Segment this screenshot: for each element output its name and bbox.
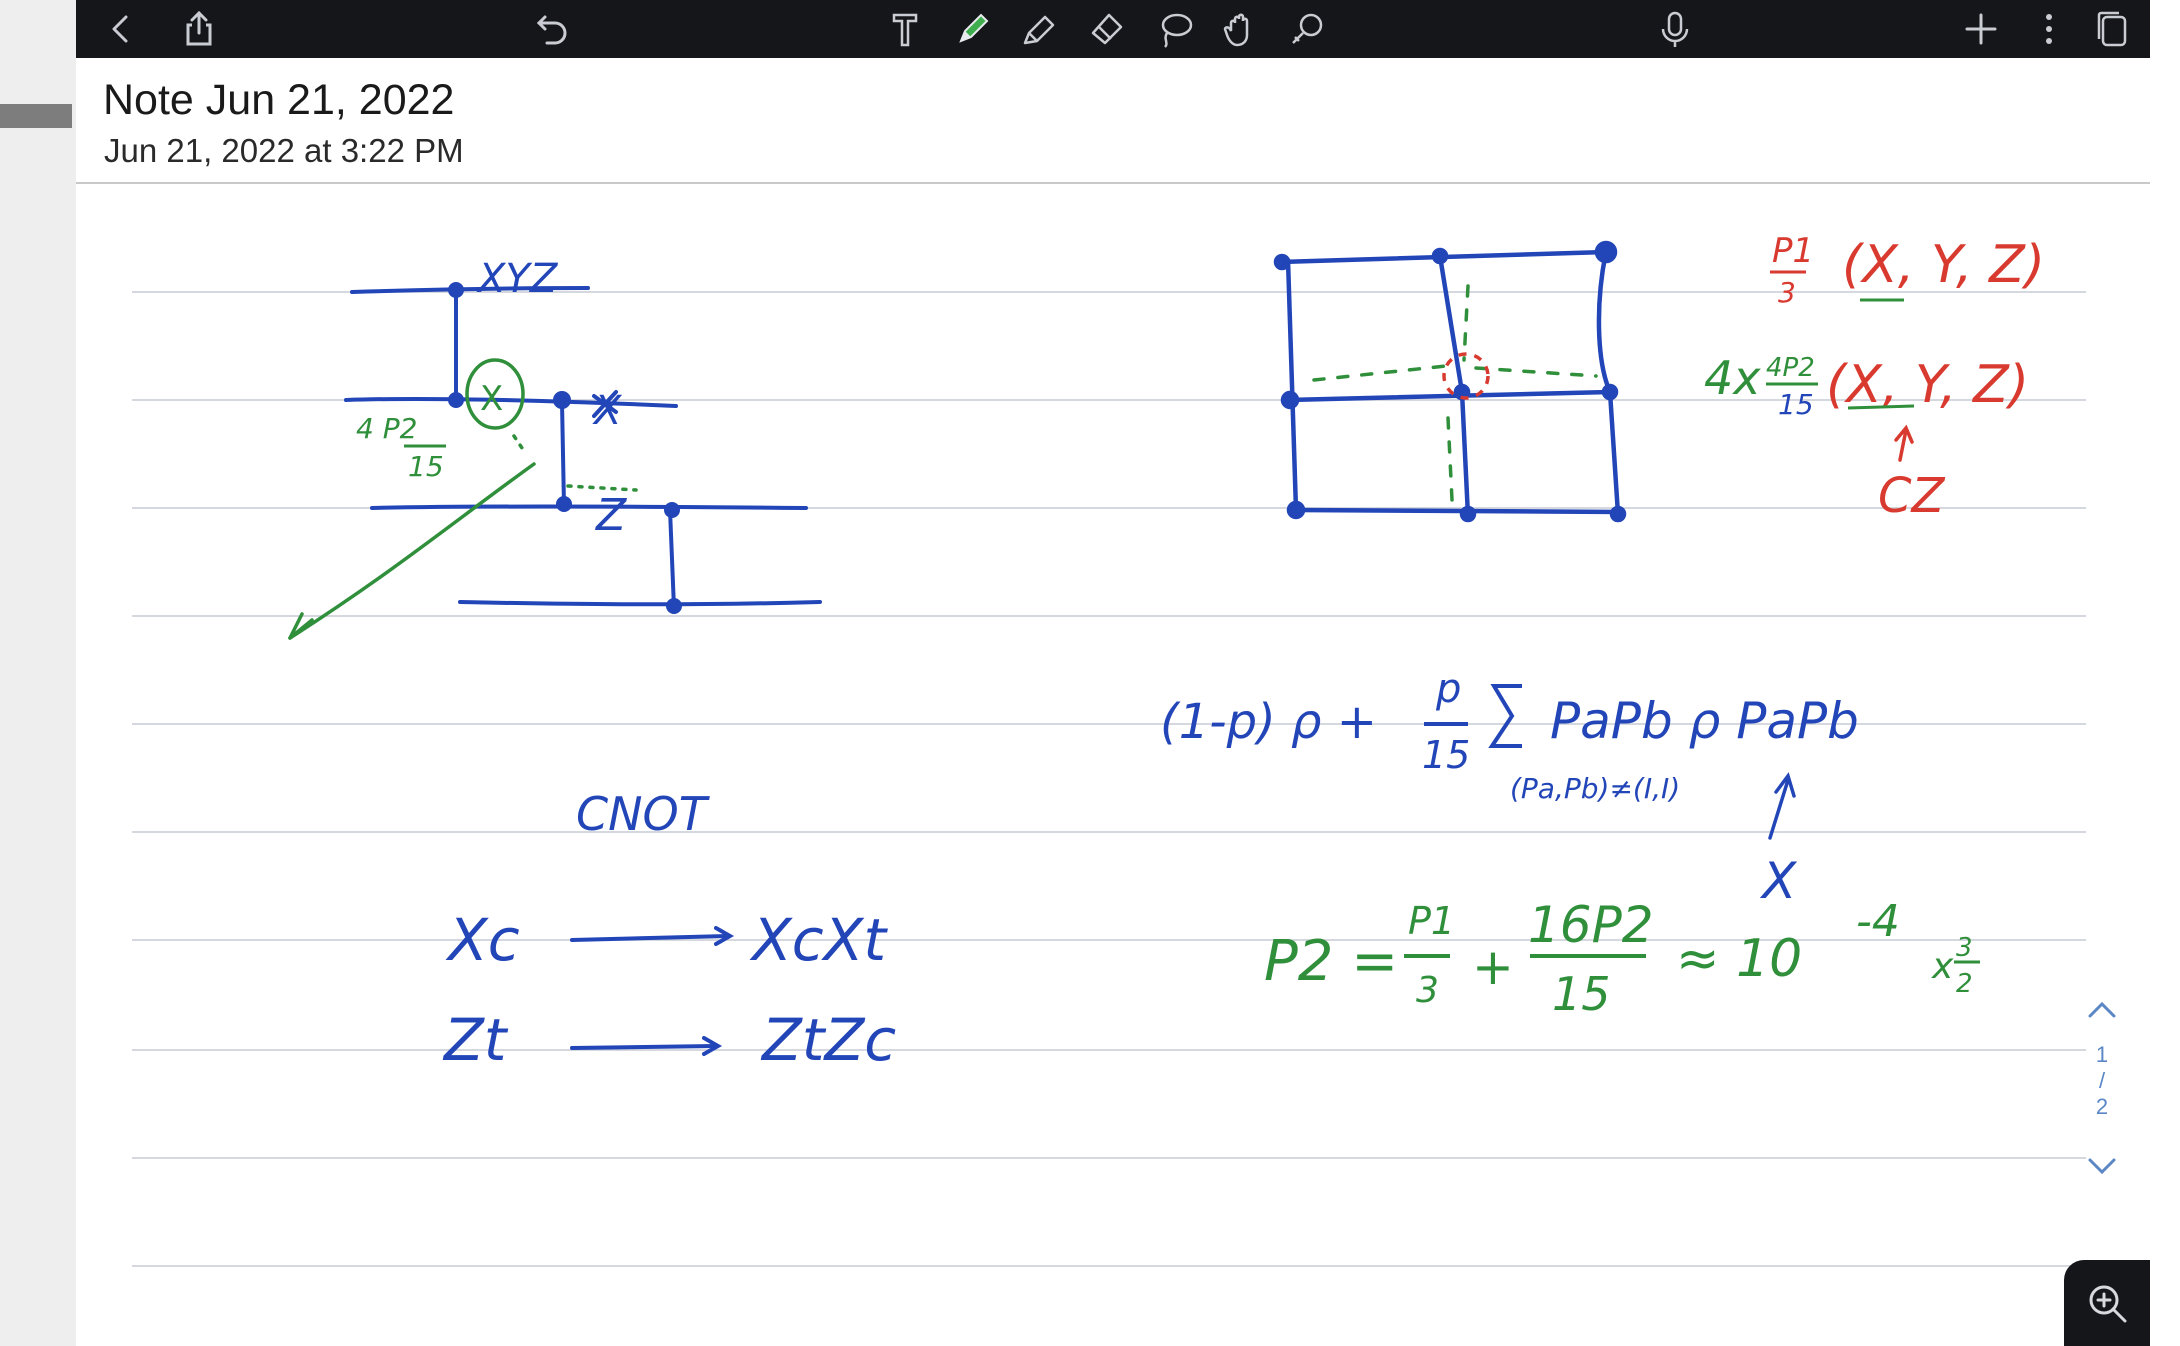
green-eq-approx: ≈ 10	[1676, 929, 1802, 989]
page-indicator: 1 / 2	[2082, 990, 2122, 1200]
lattice-green-dashes	[1312, 284, 1598, 502]
page-current: 1	[2095, 1042, 2109, 1067]
channel-p: p	[1435, 666, 1461, 712]
page-separator: /	[2098, 1068, 2106, 1093]
toolbar	[76, 0, 2150, 58]
channel-lhs: (1-p) ρ +	[1160, 694, 1377, 750]
green-eq-t2-num: 16P2	[1528, 896, 1654, 954]
share-icon[interactable]	[176, 6, 222, 52]
circuit-x-label: X	[592, 388, 623, 434]
lattice-diagram	[1273, 240, 1627, 523]
channel-up-arrow	[1768, 772, 1796, 840]
green-eq-frac-den: 2	[1956, 969, 1973, 999]
circuit-prob-numerator: 4 P2	[356, 412, 417, 445]
channel-arrow-label: X	[1759, 852, 1798, 910]
drawing-canvas[interactable]: XYZ X Z X 4 P2 15 CNOT Xc XcXt Zt ZtZc	[76, 0, 2150, 1346]
red-cz-label: CZ	[1878, 468, 1946, 524]
sidebar-panel	[0, 0, 77, 1346]
eraser-tool-icon[interactable]	[1084, 6, 1130, 52]
note-title[interactable]: Note Jun 21, 2022	[103, 76, 455, 124]
cnot-row1-lhs: Xc	[445, 906, 520, 974]
cnot-row1-arrow	[570, 926, 735, 946]
channel-sum-subscript: (Pa,Pb)≠(I,I)	[1510, 772, 1680, 805]
circuit-diagram	[344, 282, 822, 614]
green-eq-frac-num: 3	[1956, 933, 1973, 963]
channel-sum-body: PaPb ρ PaPb	[1550, 692, 1859, 750]
hand-tool-icon[interactable]	[1218, 6, 1264, 52]
circuit-prob-denominator: 15	[408, 450, 444, 483]
circuit-circled-x: X	[480, 379, 503, 419]
back-icon[interactable]	[98, 6, 144, 52]
red-line2-numerator: 4P2	[1766, 353, 1815, 383]
green-eq-times: x	[1931, 946, 1954, 987]
chevron-up-icon[interactable]	[2082, 990, 2122, 1030]
pen-tool-icon[interactable]	[950, 6, 996, 52]
note-view: Note Jun 21, 2022 Jun 21, 2022 at 3:22 P…	[76, 0, 2150, 1346]
red-line2-prefix: 4x	[1704, 351, 1761, 405]
green-eq-t1-num: P1	[1408, 899, 1455, 943]
green-eq-t1-den: 3	[1416, 970, 1439, 1011]
header-divider	[76, 182, 2150, 184]
red-line1-operators: (X, Y, Z)	[1842, 235, 2045, 295]
highlighter-tool-icon[interactable]	[1016, 6, 1062, 52]
channel-15: 15	[1422, 733, 1470, 777]
sidebar-grip[interactable]	[0, 104, 72, 128]
more-icon[interactable]	[2026, 6, 2072, 52]
red-line2-green-strike	[1847, 404, 1915, 410]
cnot-row2-rhs: ZtZc	[760, 1006, 896, 1074]
green-eq-exp: -4	[1856, 896, 1900, 947]
cnot-title: CNOT	[576, 787, 711, 841]
cnot-row2-arrow	[570, 1036, 723, 1056]
cnot-row1-rhs: XcXt	[749, 906, 888, 974]
note-date: Jun 21, 2022 at 3:22 PM	[104, 132, 464, 169]
lasso-tool-icon[interactable]	[1152, 6, 1198, 52]
pages-icon[interactable]	[2090, 6, 2136, 52]
red-line2-operators: (X, Y, Z)	[1826, 355, 2029, 415]
lattice-red-marker	[1442, 352, 1490, 400]
ruled-lines	[132, 291, 2086, 1267]
red-line2-denominator: 15	[1778, 388, 1814, 421]
undo-icon[interactable]	[530, 6, 576, 52]
green-eq-plus: +	[1472, 938, 1514, 996]
circuit-top-label: XYZ	[476, 256, 559, 302]
chevron-down-icon[interactable]	[2082, 1146, 2122, 1186]
green-eq-lhs: P2 =	[1264, 929, 1398, 994]
zoom-button[interactable]	[2064, 1260, 2150, 1346]
page-total: 2	[2095, 1094, 2109, 1119]
shape-tool-icon[interactable]	[1284, 6, 1330, 52]
green-eq-t2-den: 15	[1552, 967, 1611, 1021]
microphone-icon[interactable]	[1652, 6, 1698, 52]
text-tool-icon[interactable]	[882, 6, 928, 52]
cnot-row2-lhs: Zt	[442, 1006, 509, 1074]
red-line1-numerator: P1	[1772, 231, 1814, 271]
red-cz-arrow	[1894, 424, 1914, 462]
zoom-in-icon	[2089, 1285, 2127, 1323]
channel-sum-sign	[1488, 684, 1522, 748]
circuit-error-annotation	[288, 358, 638, 640]
red-line1-denominator: 3	[1778, 276, 1796, 309]
circuit-z-label: Z	[595, 490, 627, 541]
add-icon[interactable]	[1958, 6, 2004, 52]
